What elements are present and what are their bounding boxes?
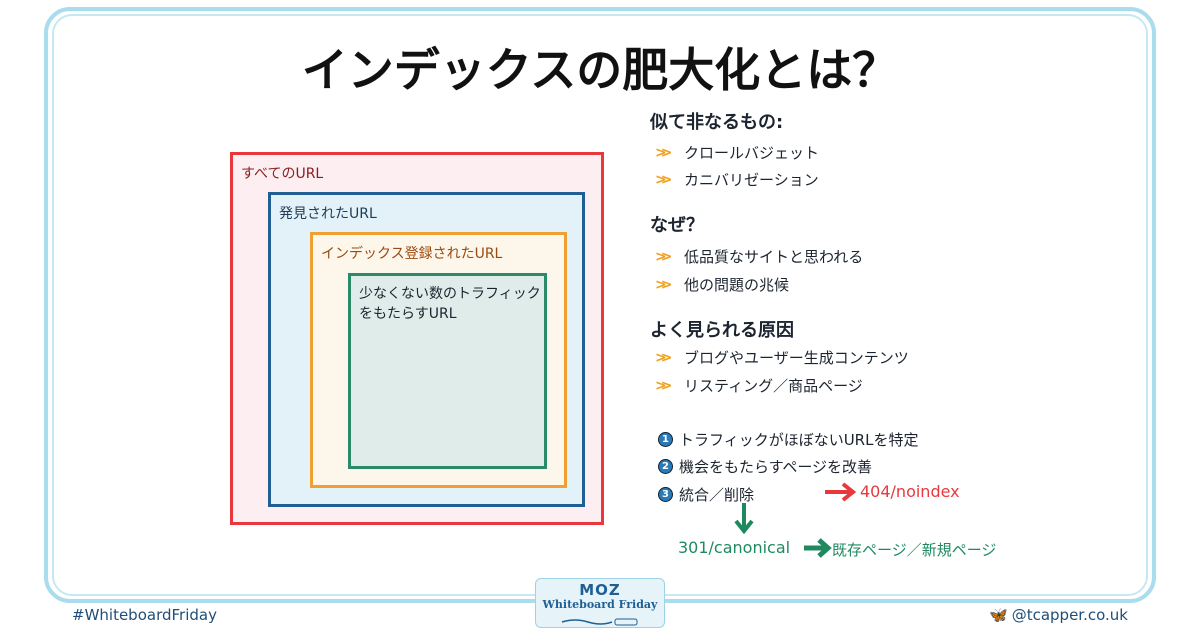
- step-1: 1 トラフィックがほぼないURLを特定: [658, 429, 918, 450]
- outcome-target: 既存ページ／新規ページ: [832, 541, 997, 559]
- section-heading: 似て非なるもの:: [650, 112, 784, 133]
- moz-whiteboard-friday-logo: MOZ Whiteboard Friday: [535, 578, 665, 628]
- list-item: >> カニバリゼーション: [655, 169, 819, 190]
- step-text: 機会をもたらすページを改善: [679, 458, 873, 476]
- list-item-text: クロールバジェット: [684, 144, 820, 162]
- section-heading: なぜ？: [650, 215, 704, 236]
- arrow-right-red-icon: [825, 482, 857, 502]
- number-badge: 3: [658, 487, 673, 502]
- step-3: 3 統合／削除: [658, 484, 754, 505]
- butterfly-icon: 🦋: [989, 606, 1008, 624]
- handle-text: @tcapper.co.uk: [1011, 606, 1128, 624]
- logo-text: Whiteboard Friday: [542, 598, 658, 611]
- list-item-text: カニバリゼーション: [684, 171, 819, 189]
- chevron-icon: >>: [655, 248, 672, 265]
- section-heading: よく見られる原因: [650, 320, 794, 341]
- step-text: トラフィックがほぼないURLを特定: [679, 431, 919, 449]
- step-text: 統合／削除: [679, 486, 755, 504]
- list-item-text: ブログやユーザー生成コンテンツ: [684, 349, 909, 367]
- label-indexed-urls: インデックス登録されたURL: [321, 246, 503, 262]
- chevron-icon: >>: [655, 171, 672, 188]
- number-badge: 2: [658, 459, 673, 474]
- logo-brand: MOZ: [579, 581, 621, 599]
- hashtag: #WhiteboardFriday: [72, 606, 217, 624]
- box-traffic-urls: 少なくない数のトラフィックをもたらすURL: [348, 273, 547, 469]
- label-discovered-urls: 発見されたURL: [279, 206, 377, 222]
- arrow-right-green-icon: [804, 538, 832, 558]
- author-handle: 🦋@tcapper.co.uk: [989, 606, 1128, 624]
- label-all-urls: すべてのURL: [241, 166, 324, 182]
- arrow-down-green-icon: [734, 503, 754, 535]
- list-item-text: 低品質なサイトと思われる: [684, 248, 864, 266]
- marker-icon: [561, 618, 638, 626]
- list-item-text: リスティング／商品ページ: [684, 377, 863, 395]
- step-2: 2 機会をもたらすページを改善: [658, 456, 872, 477]
- outcome-noindex: 404/noindex: [860, 482, 960, 501]
- chevron-icon: >>: [655, 377, 672, 394]
- label-traffic-urls: 少なくない数のトラフィックをもたらすURL: [359, 286, 541, 322]
- chevron-icon: >>: [655, 349, 672, 366]
- list-item: >> ブログやユーザー生成コンテンツ: [655, 347, 909, 368]
- page-title: インデックスの肥大化とは？: [301, 43, 899, 97]
- list-item: >> 低品質なサイトと思われる: [655, 246, 863, 267]
- number-badge: 1: [658, 432, 673, 447]
- outcome-canonical: 301/canonical: [678, 538, 791, 557]
- list-item-text: 他の問題の兆候: [684, 276, 790, 294]
- list-item: >> リスティング／商品ページ: [655, 375, 863, 396]
- chevron-icon: >>: [655, 144, 672, 161]
- list-item: >> 他の問題の兆候: [655, 274, 789, 295]
- chevron-icon: >>: [655, 276, 672, 293]
- list-item: >> クロールバジェット: [655, 142, 819, 163]
